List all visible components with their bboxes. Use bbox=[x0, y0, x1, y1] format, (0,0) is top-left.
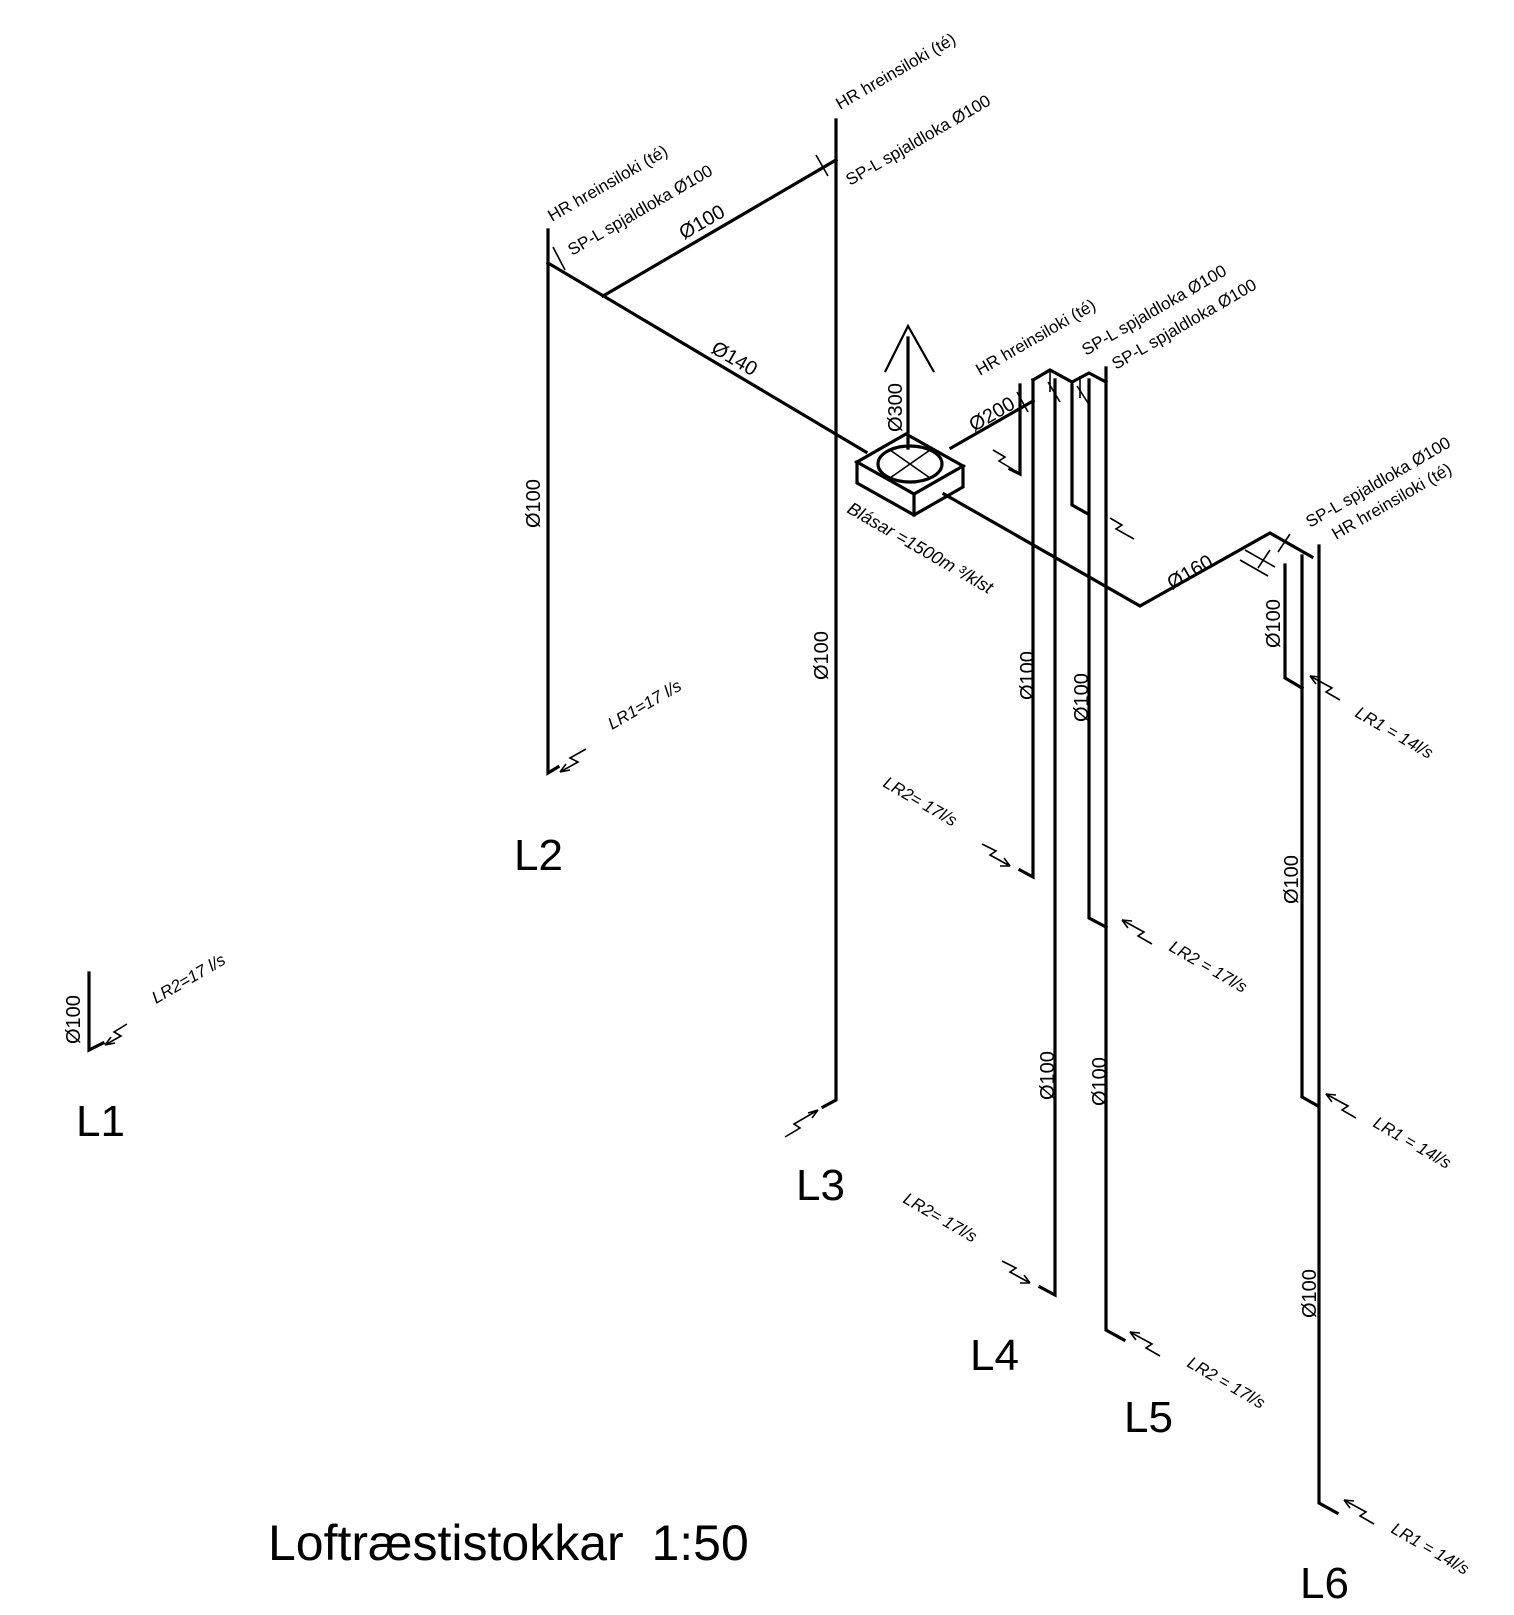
l4-name: L4 bbox=[970, 1331, 1019, 1380]
l2-name: L2 bbox=[514, 831, 563, 880]
l3-sp-label: SP-L spjaldloka Ø100 bbox=[843, 91, 994, 189]
flow-arrows bbox=[104, 449, 1375, 1525]
flow-arrow-icon bbox=[1121, 919, 1153, 945]
flow-arrow-icon bbox=[981, 843, 1011, 867]
l4-diameter-upper: Ø100 bbox=[1017, 651, 1039, 700]
duct-header-l4-l5 bbox=[1030, 368, 1109, 385]
l5-diameter-upper: Ø100 bbox=[1071, 673, 1093, 722]
l6-flow-1: LR1 = 14l/s bbox=[1352, 703, 1437, 763]
l6-name: L6 bbox=[1300, 1559, 1349, 1608]
branch-right-diameter: Ø200 bbox=[966, 393, 1019, 437]
l5-diameter-lower: Ø100 bbox=[1089, 1057, 1111, 1106]
l6-flow-2: LR1 = 14l/s bbox=[1370, 1113, 1455, 1173]
blower-outlet-diameter: Ø300 bbox=[885, 383, 907, 432]
l5-flow-lower: LR2 = 17l/s bbox=[1184, 1353, 1269, 1413]
l3-diameter: Ø100 bbox=[811, 631, 833, 680]
flow-arrow-icon bbox=[784, 1109, 819, 1138]
flow-arrow-icon bbox=[1001, 1260, 1031, 1284]
duct-branch-top bbox=[600, 157, 839, 299]
damper-marks bbox=[552, 154, 1291, 577]
l5-flow-upper: LR2 = 17l/s bbox=[1166, 937, 1251, 997]
duct-main-right bbox=[941, 491, 1315, 608]
l6-diameter-3: Ø100 bbox=[1299, 1269, 1321, 1318]
duct-riser-l5-mid bbox=[1087, 378, 1109, 930]
l1-name: L1 bbox=[76, 1097, 125, 1146]
duct-riser-l3 bbox=[820, 118, 838, 1110]
l4-diameter-lower: Ø100 bbox=[1037, 1051, 1059, 1100]
flow-arrow-icon bbox=[1109, 517, 1135, 540]
flow-arrow-icon bbox=[1309, 675, 1341, 701]
l4-hr-label: HR hreinsiloki (té) bbox=[973, 295, 1099, 379]
l2-flow: LR1=17 l/s bbox=[605, 676, 686, 734]
flow-arrow-icon bbox=[1129, 1331, 1161, 1357]
drawing-title: Loftræstistokkar 1:50 bbox=[268, 1515, 749, 1571]
duct-drop-l4-short bbox=[1007, 383, 1022, 477]
l5-name: L5 bbox=[1124, 1393, 1173, 1442]
duct-riser-l4-long bbox=[1037, 378, 1057, 1298]
exhaust-arrow-icon bbox=[884, 323, 935, 373]
l1-flow: LR2=17 l/s bbox=[149, 950, 230, 1008]
l4-flow-upper: LR2= 17l/s bbox=[880, 773, 961, 831]
l4-flow-lower: LR2= 17l/s bbox=[900, 1189, 981, 1247]
l3-hr-label: HR hreinsiloki (té) bbox=[833, 29, 959, 113]
flow-arrow-icon bbox=[1343, 1499, 1375, 1525]
duct-riser-l2 bbox=[546, 228, 561, 776]
duct-main-left bbox=[545, 260, 869, 455]
l2-diameter: Ø100 bbox=[523, 479, 545, 528]
duct-riser-l1 bbox=[87, 971, 106, 1053]
l3-name: L3 bbox=[796, 1161, 845, 1210]
duct-riser-l4 bbox=[1017, 378, 1035, 880]
main-right-diameter: Ø160 bbox=[1164, 551, 1217, 595]
duct-riser-l6-mid bbox=[1300, 554, 1321, 1109]
blower-unit bbox=[853, 323, 967, 517]
l6-diameter-2: Ø100 bbox=[1281, 855, 1303, 904]
duct-riser-l6 bbox=[1317, 544, 1340, 1516]
l6-diameter-1: Ø100 bbox=[1263, 599, 1285, 648]
duct-riser-l5-short bbox=[1070, 383, 1091, 517]
l6-flow-3: LR1 = 14l/s bbox=[1388, 1519, 1473, 1579]
flow-arrow-icon bbox=[559, 748, 587, 773]
l1-diameter: Ø100 bbox=[63, 995, 85, 1044]
flow-arrow-icon bbox=[104, 1023, 128, 1046]
duct-riser-l6-short bbox=[1283, 563, 1305, 691]
flow-arrow-icon bbox=[992, 449, 1015, 471]
duct-network bbox=[87, 118, 1340, 1516]
duct-riser-l5 bbox=[1104, 366, 1127, 1343]
flow-arrow-icon bbox=[1325, 1093, 1357, 1119]
